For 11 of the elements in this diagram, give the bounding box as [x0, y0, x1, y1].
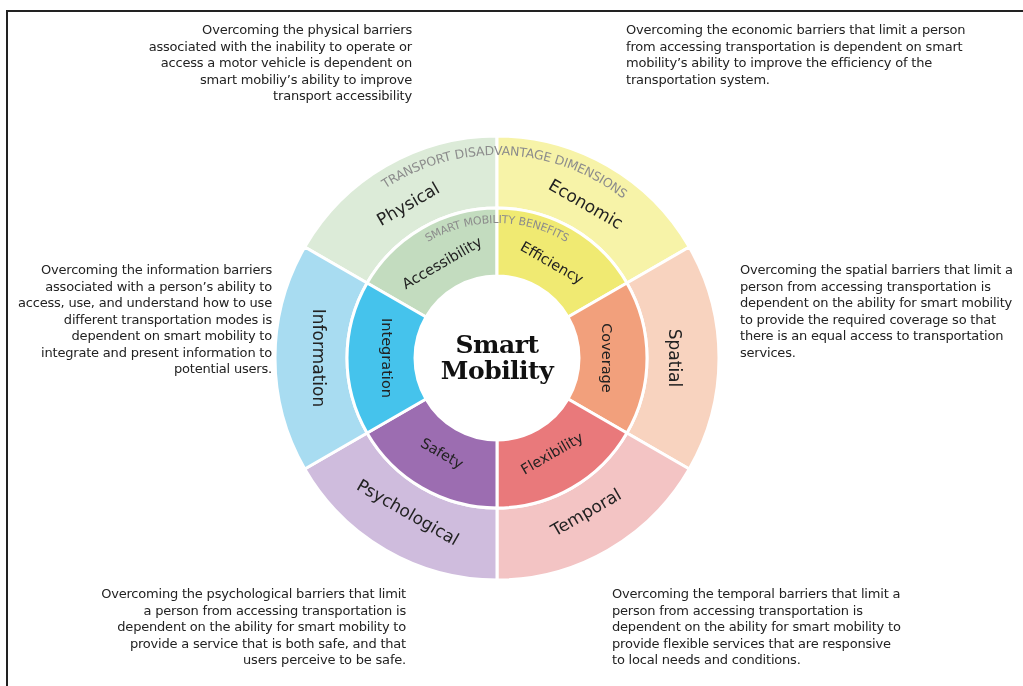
description-text: Overcoming the physical barriers associated with the inability to operate or access a motor vehicle is dependent on smart mobiliy’s ability to improve transport accessibility	[147, 22, 412, 105]
description-text: Overcoming the psychological barriers that limit a person from accessing transportation is dependent on the ability for smart mobility to provide a service that is both safe, and that users perceive to be safe.	[100, 586, 406, 669]
center-title: Smart Mobility	[439, 332, 556, 384]
description-text: Overcoming the economic barriers that limit a person from accessing transportation is dependent on smart mobility’s ability to improve the efficiency of the transportation system.	[626, 22, 966, 88]
segment-label: Spatial	[665, 328, 685, 388]
segment-label: Coverage	[599, 323, 615, 393]
description-text: Overcoming the spatial barriers that limit a person from accessing transportation is dependent on the ability for smart mobility to provide the required coverage so that there is an equal access to transportation services.	[740, 262, 1014, 361]
description-text: Overcoming the information barriers associated with a person’s ability to access, use, and understand how to use different transportation modes is dependent on smart mobility to integrate and present information to potential users.	[16, 262, 272, 378]
segment-label: Integration	[379, 318, 395, 398]
description-text: Overcoming the temporal barriers that limit a person from accessing transportation is dependent on the ability for smart mobility to provide flexible services that are responsive to local needs and conditions.	[612, 586, 902, 669]
segment-label: Information	[309, 308, 329, 408]
